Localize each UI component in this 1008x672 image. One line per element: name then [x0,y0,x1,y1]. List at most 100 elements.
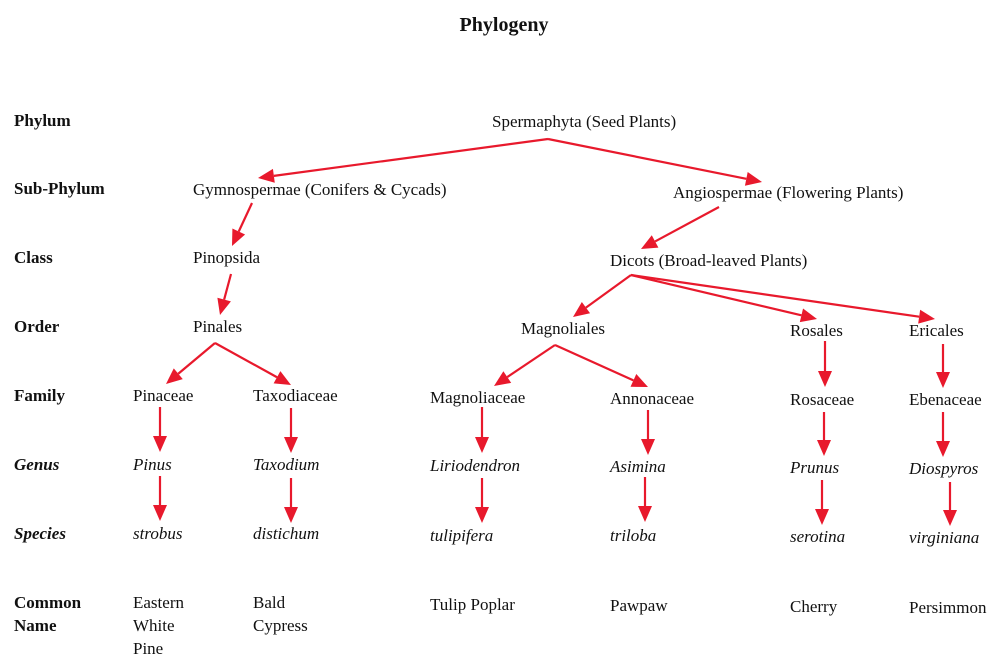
node-asimina: Asimina [610,457,666,476]
arrow-taxodiaceae-to-taxodium [284,408,298,453]
arrow-shaft [177,342,216,375]
arrow-dicots-to-magnoliales [573,274,632,317]
arrow-ebenaceae-to-diospyros [936,412,950,457]
arrow-head [630,374,648,387]
arrow-shaft [273,137,549,177]
arrow-annonaceae-to-asimina [641,410,655,455]
arrow-head [284,437,298,453]
arrow-rosales-to-rosaceae [818,341,832,387]
node-pinaceae: Pinaceae [133,386,194,405]
arrow-shaft [654,206,720,243]
node-ericales: Ericales [909,321,964,340]
node-gymnospermae: Gymnospermae (Conifers & Cycads) [193,180,447,199]
arrow-shaft [237,202,253,232]
arrow-asimina-to-triloba [638,477,652,522]
rank-label-class: Class [14,248,53,267]
arrow-head [638,506,652,522]
rank-label-common-name: Common Name [14,593,82,635]
arrow-magnoliaceae-to-liriodendron [475,407,489,453]
arrow-magnoliales-to-annonaceae [554,343,648,387]
node-dicots: Dicots (Broad-leaved Plants) [610,251,808,270]
arrow-head [166,368,183,384]
arrow-head [744,171,762,186]
arrow-shaft [506,344,556,378]
arrow-pinus-to-strobus [153,476,167,521]
rank-label-genus: Genus [14,455,60,474]
arrow-ericales-to-ebenaceae [936,344,950,388]
arrow-head [217,297,231,315]
arrow-shaft [554,343,634,382]
arrow-prunus-to-serotina [815,480,829,525]
arrow-shaft [214,342,278,379]
arrow-head [284,507,298,523]
arrow-magnoliales-to-magnoliaceae [494,344,556,386]
rank-label-phylum: Phylum [14,111,71,130]
arrow-gymnospermae-to-pinopsida [232,202,253,246]
node-prunus: Prunus [790,458,840,477]
node-liriodendron: Liriodendron [430,456,521,475]
node-strobus: strobus [133,524,183,543]
node-serotina: serotina [790,527,846,546]
arrow-head [936,441,950,457]
arrow-head [153,505,167,521]
common-name-pawpaw: Pawpaw [610,596,668,615]
common-name-eastern-white-pine: Eastern White Pine [133,593,184,658]
arrow-liriodendron-to-tulipifera [475,478,489,523]
arrow-rosaceae-to-prunus [817,412,831,456]
node-diospyros: Diospyros [909,459,979,478]
node-spermaphyta: Spermaphyta (Seed Plants) [492,112,677,131]
arrow-head [936,372,950,388]
node-taxodium: Taxodium [253,455,320,474]
node-tulipifera: tulipifera [430,526,494,545]
diagram-title: Phylogeny [459,14,549,36]
arrow-head [258,168,275,183]
arrow-dicots-to-rosales [630,273,817,323]
arrow-pinopsida-to-pinales [217,273,233,315]
arrow-head [475,507,489,523]
arrow-spermaphyta-to-angiospermae [547,137,762,186]
arrow-head [153,436,167,452]
arrow-pinaceae-to-pinus [153,407,167,452]
common-name-cherry: Cherry [790,597,838,616]
common-name-tulip-poplar: Tulip Poplar [430,595,515,614]
arrow-head [817,440,831,456]
arrow-head [232,228,246,246]
node-rosaceae: Rosaceae [790,390,855,409]
arrow-shaft [547,137,747,180]
rank-label-family: Family [14,386,65,405]
arrow-shaft [630,273,802,317]
arrow-taxodium-to-distichum [284,478,298,523]
arrow-angiospermae-to-dicots [641,206,720,249]
arrow-head [818,371,832,387]
arrow-shaft [585,274,632,309]
arrow-shaft [223,273,233,300]
arrow-head [273,371,291,385]
node-taxodiaceae: Taxodiaceae [253,386,338,405]
node-triloba: triloba [610,526,657,545]
arrow-dicots-to-ericales [630,273,935,324]
node-angiospermae: Angiospermae (Flowering Plants) [673,183,904,202]
arrow-head [573,301,591,317]
rank-label-species: Species [14,524,66,543]
arrow-head [815,509,829,525]
arrow-spermaphyta-to-gymnospermae [258,137,549,183]
arrow-head [918,309,935,324]
node-magnoliaceae: Magnoliaceae [430,388,526,407]
rank-label-order: Order [14,317,60,336]
arrow-head [943,510,957,526]
arrow-pinales-to-pinaceae [166,342,216,384]
arrow-diospyros-to-virginiana [943,482,957,526]
rank-label-subphylum: Sub-Phylum [14,179,105,198]
common-name-bald-cypress: Bald Cypress [253,593,308,635]
node-rosales: Rosales [790,321,843,340]
node-annonaceae: Annonaceae [610,389,695,408]
node-distichum: distichum [253,524,320,543]
arrow-shaft [630,273,920,318]
node-pinus: Pinus [133,455,172,474]
node-magnoliales: Magnoliales [521,319,606,338]
node-pinales: Pinales [193,317,243,336]
arrow-head [641,439,655,455]
arrow-pinales-to-taxodiaceae [214,342,291,385]
common-name-persimmon: Persimmon [909,598,987,617]
